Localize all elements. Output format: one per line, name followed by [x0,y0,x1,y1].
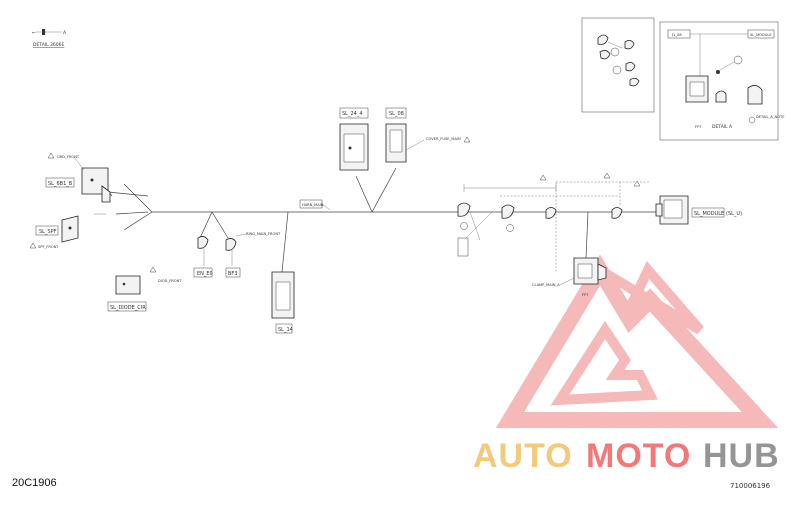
harness-label: HARN_MAIN [302,203,324,207]
clamp-icon [457,202,471,217]
callout-cover: COVER_FUSE_MAIN [426,137,461,141]
part-number: 710006196 [730,482,771,490]
connector-sl-spf: SL_SPF SPF_FRONT [29,213,106,249]
warning-triangle-icon [463,136,471,143]
warning-triangle-icon [149,266,157,273]
detail-a-note: DETAIL_A_NOTE [756,115,785,119]
inset-part-fp: FP7 [695,125,702,129]
callout-ring: RING_MAIN_FRONT [246,232,281,236]
clip-icon [625,62,636,72]
watermark-logo [495,254,779,428]
harness-tag: HARN_MAIN [299,199,331,211]
inset-left [581,17,655,113]
clamp-icon [501,204,515,219]
connector-sl-module: SL_MODULE (SL_U) [655,195,742,225]
connector-label-sl-lower: SL_14 [278,327,293,333]
inset-j1-label: J1_08 [671,33,682,37]
warning-triangle-icon [47,152,55,159]
clamp-row [457,202,623,257]
clip-icon [624,40,635,50]
connector-label-sl-diode: SL_DIODE_CIR [110,305,146,311]
detail-a-label: DETAIL A [712,124,733,130]
connector-label-sl-08: SL_08 [389,111,404,117]
connector-label-sl-spf: SL_SPF [39,229,57,235]
connector-sl-diode: SL_DIODE_CIR DIOD_FRONT [107,266,182,312]
warning-triangle-icon [29,242,37,249]
clip-icon [597,34,609,45]
connector-label-bf3: BF3 [228,271,238,277]
watermark-brand-hub: HUB [703,437,780,475]
connector-label-en-e0: EN_E0 [197,271,213,277]
orientation-left-glyph: ← [32,31,36,36]
watermark-brand: AUTO MOTO HUB [473,437,780,475]
clip-icon [629,77,640,87]
clamp-icon [611,207,623,219]
watermark-brand-auto: AUTO [473,437,573,475]
watermark-brand-moto: MOTO [586,437,691,475]
orientation-right-glyph: A [63,30,67,36]
callout-clamp: CLAMP_MAIN_A [532,283,560,287]
connector-sl-24: SL_24_4 [339,107,369,171]
connector-label-sl-b: SL_6B1_B [48,181,73,187]
inset-detail-a: J1_08 SL_MODULE FP7 DETAIL A DETAIL_A_NO… [659,21,785,141]
dimension-lines [463,172,650,272]
connector-fp: CLAMP_MAIN_A FP7 [532,257,607,297]
callout-spare: SPF_FRONT [38,245,59,249]
callout-ground: GRD_FRONT [57,155,80,159]
callout-diode: DIOD_FRONT [158,279,182,283]
connector-sl-b: SL_6B1_B GRD_FRONT [45,152,111,203]
orientation-marker-icon [42,29,45,35]
connector-sl-08: SL_08 COVER_FUSE_MAIN [385,107,471,163]
document-code: 20C1906 [12,477,57,489]
connector-label-sl-24: SL_24_4 [342,111,363,117]
clamp-icon [545,207,557,219]
ring-terminal-icon [225,238,237,251]
connector-label-sl-module: SL_MODULE [694,211,724,217]
clip-icon [599,50,611,60]
connector-label-sl-module-alt: (SL_U) [726,211,742,217]
ring-terminals: EN_E0 BF3 RING_MAIN_FRONT [193,232,281,278]
connector-label-fp: FP7 [582,293,589,297]
connector-sl-lower: SL_14 [271,271,295,334]
ring-terminal-icon [197,236,209,249]
detail-header: ← A DETAIL 3606E [32,29,67,48]
inset-module-label: SL_MODULE [750,33,772,37]
clamp-label-box [457,237,469,257]
harness-trunk [103,167,660,273]
detail-title: DETAIL 3606E [33,42,65,48]
